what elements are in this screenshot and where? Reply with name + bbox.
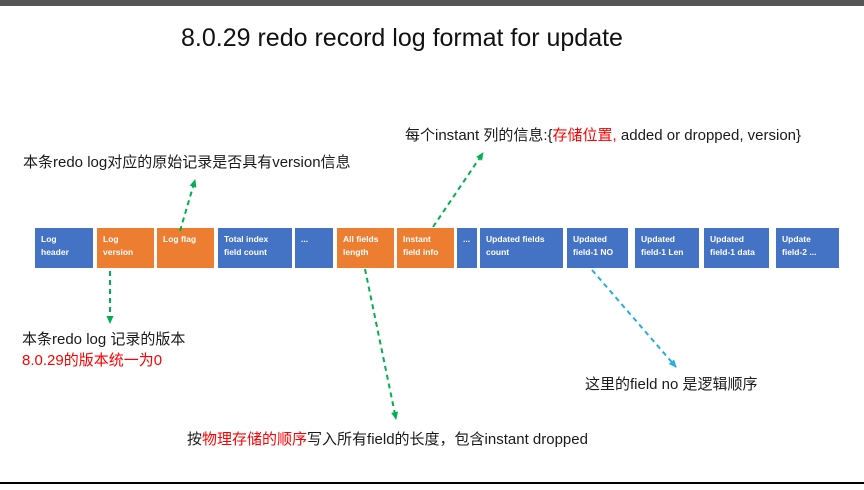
annotation-log-version-line2: 8.0.29的版本统一为0 (22, 352, 163, 369)
field-box-log-version: Log version (97, 228, 154, 268)
annotation-instant-info-highlight: 存储位置, (552, 127, 617, 144)
annotation-all-fields: 按物理存储的顺序写入所有field的长度，包含instant dropped (187, 429, 588, 450)
annotation-all-fields-highlight: 物理存储的顺序 (202, 431, 308, 448)
field-box-log-flag: Log flag (157, 228, 214, 268)
annotation-version-info: 本条redo log对应的原始记录是否具有version信息 (23, 152, 351, 173)
bottom-border (0, 482, 864, 484)
annotation-all-fields-prefix: 按 (187, 431, 203, 448)
annotation-instant-info: 每个instant 列的信息:{存储位置, added or dropped, … (405, 125, 801, 146)
arrow-all-fields-length-to-physical-order-note (364, 268, 399, 420)
field-box-total-index-field-count: Total index field count (218, 228, 292, 268)
field-box-updated-field-1-no: Updated field-1 NO (567, 228, 628, 268)
annotation-log-version-line1: 本条redo log 记录的版本 (22, 331, 186, 348)
annotation-all-fields-suffix: 写入所有field的长度，包含instant dropped (307, 431, 588, 448)
field-box-updated-field-1-data: Updated field-1 data (704, 228, 769, 268)
annotation-instant-info-suffix: added or dropped, version} (616, 127, 802, 144)
annotation-field-no: 这里的field no 是逻辑顺序 (585, 374, 758, 395)
slide-title: 8.0.29 redo record log format for update (181, 24, 623, 52)
field-box-all-fields-length: All fields length (337, 228, 394, 268)
annotation-field-no-text: 这里的field no 是逻辑顺序 (585, 376, 758, 393)
field-box-instant-field-info: Instant field info (397, 228, 454, 268)
field-box-ellipsis-4: ... (295, 228, 333, 268)
arrow-instant-field-info-to-instant-note (432, 152, 484, 228)
top-bar (0, 0, 864, 6)
annotation-log-version: 本条redo log 记录的版本 8.0.29的版本统一为0 (22, 329, 185, 371)
field-box-log-header: Log header (35, 228, 93, 268)
field-box-updated-field-1-len: Updated field-1 Len (635, 228, 699, 268)
arrow-log-flag-to-version-info (179, 179, 197, 232)
field-box-updated-fields-count: Updated fields count (480, 228, 563, 268)
arrow-updated-field-no-to-logical-order-note (591, 269, 677, 368)
field-box-ellipsis-7: ... (457, 228, 477, 268)
annotation-instant-info-prefix: 每个instant 列的信息:{ (405, 127, 553, 144)
field-box-update-field-2: Update field-2 ... (776, 228, 839, 268)
annotation-version-info-text: 本条redo log对应的原始记录是否具有version信息 (23, 154, 351, 171)
